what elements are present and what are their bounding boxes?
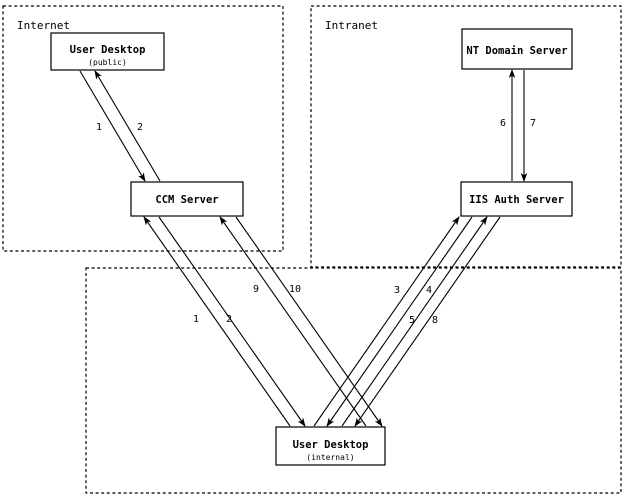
node-user-desktop-internal-title: User Desktop <box>293 439 369 451</box>
node-user-desktop-internal[interactable]: User Desktop (internal) <box>275 426 386 466</box>
zone-internal-boundary <box>85 267 622 494</box>
edge-label-9: 9 <box>253 284 259 295</box>
edge-4-iis-to-desktop-internal <box>326 216 473 427</box>
node-ccm-server-box[interactable] <box>130 181 244 217</box>
edge-label-6: 6 <box>500 118 506 129</box>
edge-label-1-public: 1 <box>96 122 102 133</box>
zone-internet-label: Internet <box>17 19 70 32</box>
node-user-desktop-public-subtitle: (public) <box>88 58 127 67</box>
edge-label-2-internal: 2 <box>226 314 232 325</box>
edge-label-2-public: 2 <box>137 122 143 133</box>
edge-label-8: 8 <box>432 315 438 326</box>
edge-label-7: 7 <box>530 118 536 129</box>
node-user-desktop-internal-subtitle: (internal) <box>306 453 354 462</box>
node-iis-auth-server-title: IIS Auth Server <box>469 194 564 206</box>
node-user-desktop-internal-box[interactable] <box>275 426 386 466</box>
edge-2-ccm-to-desktop-public <box>94 70 161 182</box>
node-iis-auth-server-box[interactable] <box>460 181 573 217</box>
node-user-desktop-public-box[interactable] <box>50 32 165 71</box>
edge-label-3: 3 <box>394 285 400 296</box>
edge-3-desktop-internal-to-iis <box>313 216 460 427</box>
node-ccm-server[interactable]: CCM Server <box>130 181 244 217</box>
node-user-desktop-public-title: User Desktop <box>70 44 146 56</box>
edge-8-iis-to-desktop-internal <box>354 216 501 427</box>
zone-internet-boundary <box>2 5 284 252</box>
node-nt-domain-server[interactable]: NT Domain Server <box>461 28 573 70</box>
edge-5-desktop-internal-to-iis <box>341 216 488 427</box>
edge-1-desktop-internal-to-ccm <box>143 216 291 427</box>
node-nt-domain-server-title: NT Domain Server <box>466 45 567 57</box>
edge-label-4: 4 <box>426 285 432 296</box>
node-ccm-server-title: CCM Server <box>155 194 218 206</box>
edge-group <box>79 69 528 427</box>
zone-group: Internet Intranet <box>2 5 622 494</box>
edge-10-ccm-to-desktop-internal <box>235 216 383 427</box>
node-group: User Desktop (public) CCM Server NT Doma… <box>50 28 573 466</box>
edge-label-group: 1 2 1 2 9 10 3 4 5 8 6 7 <box>96 118 536 326</box>
node-iis-auth-server[interactable]: IIS Auth Server <box>460 181 573 217</box>
edge-label-1-internal: 1 <box>193 314 199 325</box>
edge-1-desktop-public-to-ccm <box>79 70 146 182</box>
edge-9-desktop-internal-to-ccm <box>219 216 367 427</box>
zone-intranet-label: Intranet <box>325 19 378 32</box>
node-user-desktop-public[interactable]: User Desktop (public) <box>50 32 165 71</box>
node-nt-domain-server-box[interactable] <box>461 28 573 70</box>
edge-label-5: 5 <box>409 315 415 326</box>
edge-2-ccm-to-desktop-internal <box>158 216 306 427</box>
edge-label-10: 10 <box>289 284 301 295</box>
